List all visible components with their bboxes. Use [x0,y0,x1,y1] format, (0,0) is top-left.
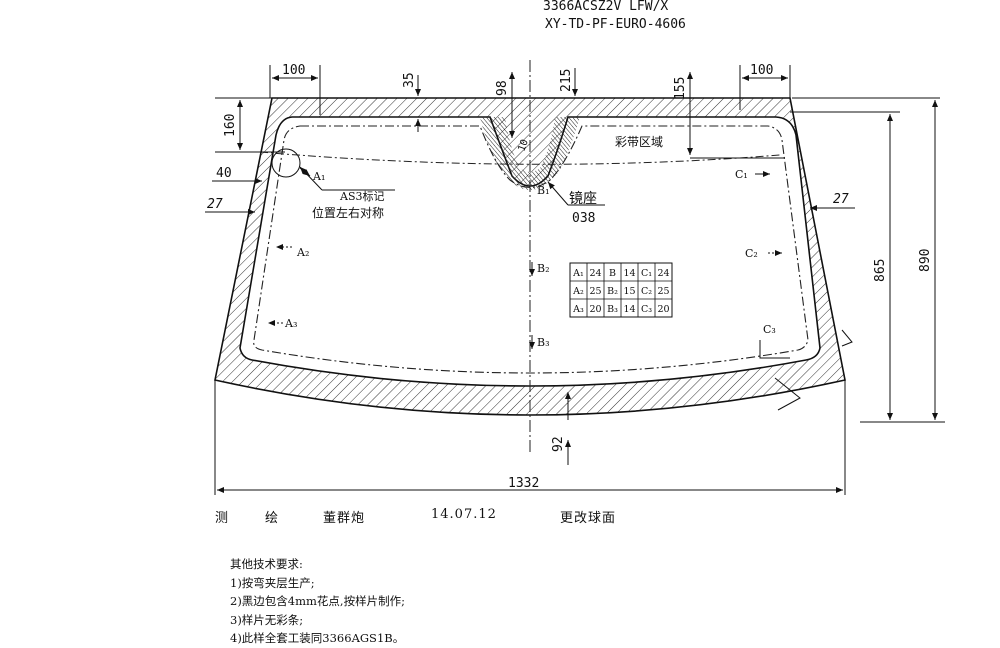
as3-mark-label: AS3标记 [339,189,384,203]
point-b1: B₁ [537,184,550,197]
dim-27-left: 27 [207,197,223,212]
point-c2: C₂ [745,247,758,260]
product-code-line: XY-TD-PF-EURO-4606 [545,17,686,32]
dim-160: 160 [223,114,238,137]
dim-35: 35 [402,72,417,88]
point-b3: B₃ [537,336,550,349]
table-cell: 20 [657,304,669,315]
table-cell: B [609,268,616,279]
table-cell: A₃ [572,304,584,315]
table-cell: C₁ [641,268,652,279]
dim-10: 10 [516,138,530,153]
dim-92: 92 [551,436,566,452]
point-c3: C₃ [763,323,776,336]
dim-27-right: 27 [833,192,849,207]
dim-890: 890 [918,249,933,272]
point-a1: A₁ [312,170,325,183]
footer-draw-b: 绘 [265,511,280,526]
inner-dashdot-line [253,125,809,374]
table-cell: 20 [589,304,601,315]
as3-position-label: 位置左右对称 [312,205,384,220]
mirror-seat-label: 镜座 [569,191,597,207]
table-cell: C₂ [641,286,652,297]
table-cell: A₁ [572,268,584,279]
point-a2: A₂ [296,246,309,259]
point-b2: B₂ [537,262,550,275]
table-cell: 24 [589,268,601,279]
dim-865: 865 [873,259,888,282]
table-cell: 25 [657,286,669,297]
dim-1332: 1332 [508,476,539,491]
footer-change: 更改球面 [560,511,617,526]
table-cell: 15 [623,286,635,297]
table-cell: 14 [623,304,635,315]
dim-40: 40 [216,166,232,181]
mirror-leader [547,181,569,206]
footer-date: 14.07.12 [431,507,497,522]
point-c1: C₁ [735,168,748,181]
footer-draw-a: 测 [215,511,230,526]
note-item: 4)此样全套工装同3366AGS1B。 [230,631,405,645]
point-a3: A₃ [284,317,297,330]
as3-mark-circle [271,148,301,178]
technical-notes: 其他技术要求: 1)按弯夹层生产; 2)黑边包含4mm花点,按样片制作; 3)样… [230,555,405,648]
table-cell: B₂ [607,286,618,297]
notes-title: 其他技术要求: [230,557,303,571]
dim-100-left: 100 [282,63,305,78]
dim-100-right: 100 [750,63,773,78]
dim-215: 215 [559,69,574,92]
note-item: 3)样片无彩条; [230,612,304,627]
color-band-label: 彩带区域 [615,135,663,149]
part-number-line: 3366ACSZ2V LFW/X [543,0,668,14]
table-cell: C₃ [641,304,652,315]
footer-author: 董群炮 [323,511,366,526]
color-band-line [259,151,781,165]
dim-155: 155 [673,77,688,100]
table-cell: B₃ [607,304,618,315]
mirror-seat-area [480,117,580,190]
note-item: 2)黑边包含4mm花点,按样片制作; [230,594,405,608]
table-cell: 24 [657,268,669,279]
mirror-code-label: 038 [572,211,595,226]
dim-98: 98 [495,80,510,96]
note-item: 1)按弯夹层生产; [230,575,315,590]
table-cell: 14 [623,268,635,279]
measure-points: A₁ A₂ A₃ B₁ B₂ B₃ C₁ C₂ C₃ [268,167,853,411]
table-cell: A₂ [572,286,584,297]
table-cell: 25 [589,286,601,297]
